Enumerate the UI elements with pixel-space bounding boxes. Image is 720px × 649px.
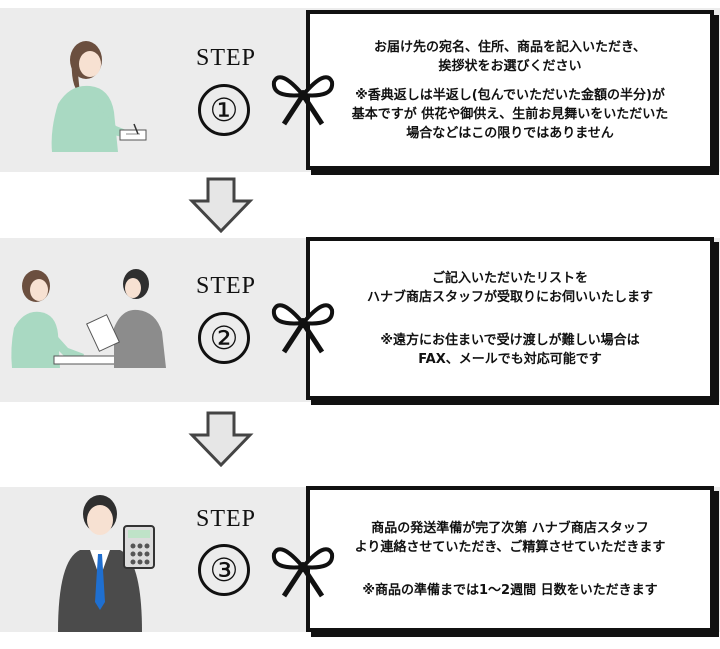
ribbon-bow-icon	[271, 75, 335, 126]
step-1-line-3: ※香典返しは半返し(包んでいただいた金額の半分)が	[355, 87, 665, 103]
step-3-number: ③	[198, 544, 250, 596]
step-1-line-1: お届け先の宛名、住所、商品を記入いただき、	[373, 39, 647, 55]
step-2-line-4: FAX、メールでも対応可能です	[418, 351, 602, 367]
step-2-line-1: ご記入いただいたリストを	[431, 270, 588, 286]
step-3-spacer	[322, 557, 698, 581]
ribbon-bow-icon	[271, 303, 335, 354]
step-2-label: STEP	[195, 273, 256, 299]
step-3-line-3: ※商品の準備までは1～2週間 日数をいただきます	[362, 582, 658, 598]
staff-with-calculator-illustration	[58, 495, 155, 632]
step-1-line-5: 場合などはこの限りではありません	[406, 125, 614, 141]
step-3-line-2: より連絡させていただき、ご精算させていただきます	[354, 539, 666, 555]
staff-receiving-list-illustration	[11, 269, 166, 368]
step-2-line-3: ※遠方にお住まいで受け渡しが難しい場合は	[380, 332, 640, 348]
step-1-line-2: 挨拶状をお選びください	[438, 58, 582, 74]
step-2-description-box: ご記入いただいたリストを ハナブ商店スタッフが受取りにお伺いいたします ※遠方に…	[306, 237, 714, 400]
step-3-line-1: 商品の発送準備が完了次第 ハナブ商店スタッフ	[371, 520, 649, 536]
woman-writing-illustration	[51, 41, 147, 152]
ribbon-bow-icon	[271, 547, 335, 598]
step-1-number: ①	[198, 84, 250, 136]
down-arrow-icon	[188, 411, 254, 467]
down-arrow-icon	[188, 177, 254, 233]
step-1-label: STEP	[195, 45, 256, 71]
step-3-label: STEP	[195, 506, 256, 532]
step-2-line-2: ハナブ商店スタッフが受取りにお伺いいたします	[366, 289, 653, 305]
step-1-line-4: 基本ですが 供花や御供え、生前お見舞いをいただいた	[351, 106, 669, 122]
step-3-description-box: 商品の発送準備が完了次第 ハナブ商店スタッフ より連絡させていただき、ご精算させ…	[306, 486, 714, 632]
step-1-description-box: お届け先の宛名、住所、商品を記入いただき、 挨拶状をお選びください ※香典返しは…	[306, 10, 714, 170]
step-2-spacer	[322, 307, 698, 331]
step-2-number: ②	[198, 312, 250, 364]
